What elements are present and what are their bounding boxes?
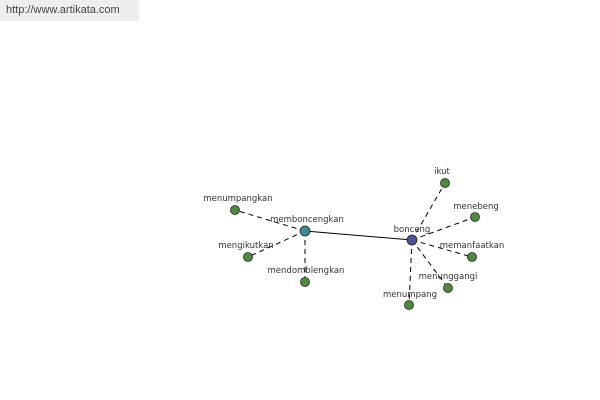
site-url-banner[interactable]: http://www.artikata.com: [0, 0, 139, 21]
edge-bonceng-menunggangi: [411, 239, 449, 289]
edge-memboncengkan-bonceng: [304, 230, 413, 241]
node-label-bonceng[interactable]: bonceng: [394, 225, 431, 235]
nodes-layer: [230, 178, 480, 310]
node-memboncengkan[interactable]: [299, 225, 311, 237]
node-label-menumpang[interactable]: menumpang: [383, 290, 437, 300]
edge-bonceng-menebeng: [411, 216, 476, 241]
edge-bonceng-memanfaatkan: [411, 239, 473, 258]
edge-bonceng-ikut: [411, 182, 446, 241]
node-memanfaatkan[interactable]: [467, 252, 477, 262]
node-label-mendomblengkan[interactable]: mendomblengkan: [268, 266, 345, 276]
node-ikut[interactable]: [440, 178, 450, 188]
node-bonceng[interactable]: [406, 234, 418, 246]
node-mendomblengkan[interactable]: [300, 277, 310, 287]
node-label-menumpangkan[interactable]: menumpangkan: [203, 194, 272, 204]
node-label-mengikutkan[interactable]: mengikutkan: [218, 241, 273, 251]
node-label-ikut[interactable]: ikut: [434, 167, 450, 177]
node-menunggangi[interactable]: [443, 283, 453, 293]
node-label-memanfaatkan[interactable]: memanfaatkan: [440, 241, 505, 251]
edge-bonceng-menumpang: [408, 239, 413, 306]
node-menumpangkan[interactable]: [230, 205, 240, 215]
node-label-menebeng[interactable]: menebeng: [453, 202, 499, 212]
node-mengikutkan[interactable]: [243, 252, 253, 262]
edges-layer: [234, 182, 476, 306]
labels-layer: bonceng memboncengkan ikut menebeng memanfaa…: [203, 167, 504, 300]
node-menumpang[interactable]: [404, 300, 414, 310]
edge-memboncengkan-mengikutkan: [247, 230, 306, 258]
edge-memboncengkan-menumpangkan: [234, 209, 306, 232]
node-menebeng[interactable]: [470, 212, 480, 222]
node-label-menunggangi[interactable]: menunggangi: [419, 272, 478, 282]
node-label-memboncengkan[interactable]: memboncengkan: [270, 215, 344, 225]
